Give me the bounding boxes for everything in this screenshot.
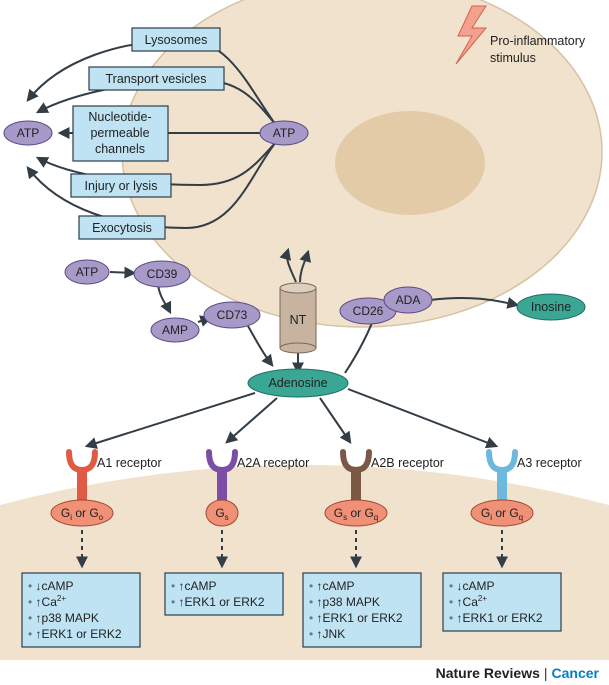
svg-text:ATP: ATP — [17, 126, 39, 140]
g-protein-label: Gs — [215, 506, 228, 522]
receptor-stem — [217, 469, 227, 501]
route-transport-vesicles-box: Transport vesicles — [88, 66, 225, 91]
cd39-node: CD39 — [133, 260, 191, 288]
effect-item: • ↑Ca2+ — [449, 594, 487, 609]
effect-item: • ↓cAMP — [449, 579, 495, 593]
g-protein — [470, 499, 534, 527]
svg-text:Injury or lysis: Injury or lysis — [85, 179, 158, 193]
receptor-stem — [497, 469, 507, 501]
g-protein-label: Gs or Gq — [334, 506, 378, 522]
svg-text:CD39: CD39 — [147, 267, 178, 281]
receptor-stem — [351, 469, 361, 501]
brand-section: Cancer — [551, 665, 599, 681]
svg-text:AMP: AMP — [162, 323, 188, 337]
receptor-label: A1 receptor — [97, 456, 162, 470]
stimulus-line2: stimulus — [490, 51, 536, 65]
brand-separator: | — [543, 665, 548, 681]
receptor-label: A3 receptor — [517, 456, 582, 470]
g-protein — [205, 499, 239, 527]
receptor-column-4: A3 receptor Gi or Gq • ↓cAMP• ↑Ca2+ • ↑ERK1… — [442, 449, 582, 632]
effect-item: • ↑p38 MAPK — [309, 595, 380, 609]
amp-node: AMP — [150, 317, 200, 343]
effect-item: • ↑cAMP — [171, 579, 217, 593]
effect-item: • ↑ERK1 or ERK2 — [309, 611, 403, 625]
svg-text:Nucleotide-: Nucleotide- — [88, 110, 151, 124]
receptor-shape — [486, 449, 518, 474]
g-protein-label: Gi or Gq — [481, 506, 523, 522]
publisher-brand: Nature Reviews|Cancer — [436, 665, 599, 681]
receptor-shape — [66, 449, 98, 474]
svg-text:permeable: permeable — [90, 126, 149, 140]
atp-intracellular-node: ATP — [259, 120, 309, 146]
effect-item: • ↑ERK1 or ERK2 — [28, 627, 122, 641]
route-lysosomes-box: Lysosomes — [131, 27, 221, 52]
svg-text:ADA: ADA — [396, 293, 421, 307]
receptor-shape — [340, 449, 372, 474]
receptor-label: A2A receptor — [237, 456, 309, 470]
svg-text:Adenosine: Adenosine — [268, 376, 327, 390]
g-protein — [50, 499, 114, 527]
svg-text:Transport vesicles: Transport vesicles — [106, 72, 207, 86]
brand-journal: Nature Reviews — [435, 665, 540, 681]
svg-text:Inosine: Inosine — [531, 300, 571, 314]
route-injury-box: Injury or lysis — [70, 173, 172, 198]
nt-transporter: NT — [279, 282, 317, 354]
receptor-label: A2B receptor — [371, 456, 444, 470]
effects-box — [164, 572, 284, 616]
cd26-node: CD26 — [339, 297, 397, 325]
route-exocytosis-box: Exocytosis — [78, 215, 166, 240]
g-protein-label: Gi or Go — [61, 506, 104, 522]
cell-nucleus — [335, 111, 485, 215]
effect-item: • ↑JNK — [309, 627, 345, 641]
effect-item: • ↑cAMP — [309, 579, 355, 593]
lightning-icon — [455, 5, 488, 65]
effects-box — [302, 572, 422, 648]
g-protein — [324, 499, 388, 527]
effect-item: • ↑p38 MAPK — [28, 611, 99, 625]
effects-box — [21, 572, 141, 648]
atp-node: ATP — [64, 259, 110, 285]
effect-item: • ↓cAMP — [28, 579, 74, 593]
stimulus-line1: Pro-inflammatory — [490, 34, 586, 48]
effect-item: • ↑ERK1 or ERK2 — [171, 595, 265, 609]
svg-text:Lysosomes: Lysosomes — [145, 33, 208, 47]
svg-text:Exocytosis: Exocytosis — [92, 221, 152, 235]
cd73-node: CD73 — [203, 301, 261, 329]
svg-text:CD73: CD73 — [217, 308, 248, 322]
svg-text:channels: channels — [95, 142, 145, 156]
inosine-node: Inosine — [516, 293, 586, 321]
svg-text:NT: NT — [290, 313, 307, 327]
svg-text:ATP: ATP — [273, 126, 295, 140]
svg-text:CD26: CD26 — [353, 304, 384, 318]
receptor-column-3: A2B receptor Gs or Gq • ↑cAMP • ↑p38 MAPK • … — [302, 449, 444, 648]
receptor-stem — [77, 469, 87, 501]
ada-node: ADA — [383, 286, 433, 314]
route-channels-box: Nucleotide- permeable channels — [72, 105, 169, 162]
effects-box — [442, 572, 562, 632]
adenosine-node: Adenosine — [247, 368, 349, 398]
atp-extracellular-node: ATP — [3, 120, 53, 146]
receptor-shape — [206, 449, 238, 474]
svg-text:ATP: ATP — [76, 265, 98, 279]
effect-item: • ↑ERK1 or ERK2 — [449, 611, 543, 625]
effect-item: • ↑Ca2+ — [28, 594, 66, 609]
receptor-column-1: A1 receptor Gi or Go • ↓cAMP• ↑Ca2+ • ↑p38 … — [21, 449, 162, 648]
